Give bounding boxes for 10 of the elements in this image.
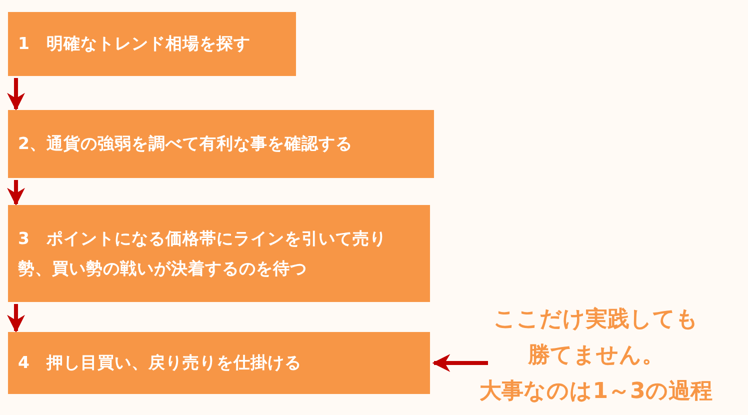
process-box: 2、通貨の強弱を調べて有利な事を確認する bbox=[8, 110, 434, 178]
arrow bbox=[432, 354, 488, 372]
process-box: 1 明確なトレンド相場を探す bbox=[8, 12, 296, 76]
note-text: 大事なのは1～3の過程 bbox=[480, 378, 712, 406]
arrow bbox=[7, 180, 25, 206]
process-box: 4 押し目買い、戻り売りを仕掛ける bbox=[8, 332, 430, 394]
process-box: 3 ポイントになる価格帯にラインを引いて売り勢、買い勢の戦いが決着するのを待つ bbox=[8, 205, 430, 302]
note-text: ここだけ実践しても勝てません。 bbox=[492, 306, 700, 370]
arrow bbox=[7, 304, 25, 333]
arrow bbox=[7, 78, 25, 111]
